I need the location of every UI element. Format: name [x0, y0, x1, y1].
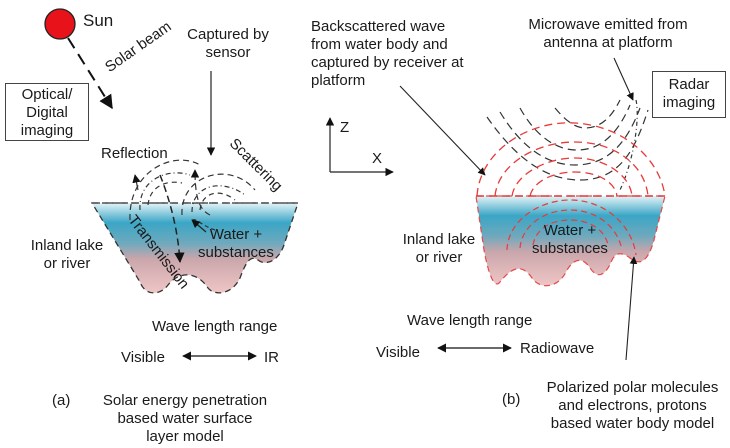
water-line-1: Water + [209, 226, 263, 243]
backscatter-line-3: captured by receiver at [311, 54, 464, 71]
sun-icon [44, 8, 76, 40]
scattering-waves [181, 169, 256, 233]
backscatter-line-2: from water body and [311, 36, 448, 53]
caption-tag-a: (a) [52, 392, 71, 409]
captured-line-2: sensor [205, 44, 251, 61]
optical-imaging-box: Optical/ Digital imaging [5, 83, 89, 141]
reflection-waves [129, 159, 201, 221]
backscatter-line-1: Backscattered wave [311, 18, 446, 35]
wavelength-visible-b: Visible [376, 344, 420, 361]
wavelength-visible-a: Visible [121, 349, 165, 366]
caption-b-line-1: Polarized polar molecules [546, 379, 719, 396]
optical-imaging-line-1: Optical/ [21, 86, 73, 103]
lake-line-1: Inland lake [30, 237, 104, 254]
backscatter-line-4: platform [311, 72, 366, 89]
caption-b-line-3: based water body model [550, 415, 715, 432]
radar-imaging-line-1: Radar [668, 76, 710, 93]
wavelength-radiowave-b: Radiowave [520, 340, 595, 357]
backscatter-pointer [399, 85, 486, 176]
caption-a: Solar energy penetration based water sur… [90, 392, 280, 446]
microwave-line-2: antenna at platform [543, 34, 673, 51]
z-axis-label: Z [340, 119, 350, 136]
wavelength-ir-a: IR [264, 349, 279, 366]
caption-b: Polarized polar molecules and electrons,… [540, 379, 725, 433]
panel-a [44, 8, 299, 361]
water-b-line-1: Water + [543, 222, 597, 239]
x-axis-label: X [372, 150, 383, 167]
caption-tag-b: (b) [502, 391, 521, 408]
optical-imaging-line-2: Digital [26, 104, 68, 121]
backscatter-waves [476, 122, 666, 197]
water-line-2: substances [198, 244, 274, 261]
panel-b [325, 57, 666, 361]
caption-a-line-1: Solar energy penetration [102, 392, 268, 409]
water-substances-label-b: Water + substances [530, 222, 610, 258]
solar-beam-arrow [67, 37, 113, 110]
optical-imaging-line-3: imaging [20, 122, 74, 139]
molecule-pointer [625, 256, 638, 361]
water-body-a [90, 202, 299, 294]
caption-b-line-2: and electrons, protons [558, 397, 707, 414]
caption-a-line-2: based water surface [117, 410, 253, 427]
lake-b-line-1: Inland lake [402, 231, 476, 248]
microwave-label: Microwave emitted from antenna at platfo… [523, 16, 693, 52]
subsurface-waves [506, 199, 637, 256]
wavelength-title-a: Wave length range [152, 318, 278, 335]
lake-line-2: or river [43, 255, 91, 272]
reflection-label: Reflection [101, 145, 168, 162]
inland-lake-label-a: Inland lake or river [26, 237, 108, 273]
microwave-pointer [613, 57, 634, 101]
water-substances-label-a: Water + substances [198, 226, 274, 262]
emitted-microwaves [486, 99, 649, 191]
radar-imaging-box: Radar imaging [652, 71, 726, 118]
radar-imaging-line-2: imaging [662, 94, 716, 111]
backscatter-label: Backscattered wave from water body and c… [311, 18, 464, 90]
transmission-arrow [159, 174, 185, 264]
wavelength-title-b: Wave length range [407, 312, 533, 329]
sun-label: Sun [83, 11, 114, 30]
caption-a-line-3: layer model [146, 428, 224, 445]
microwave-line-1: Microwave emitted from [528, 16, 688, 33]
lake-b-line-2: or river [415, 249, 463, 266]
inland-lake-label-b: Inland lake or river [398, 231, 480, 267]
captured-line-1: Captured by [187, 26, 269, 43]
water-b-line-2: substances [532, 240, 608, 257]
captured-by-sensor-label: Captured by sensor [180, 26, 276, 62]
